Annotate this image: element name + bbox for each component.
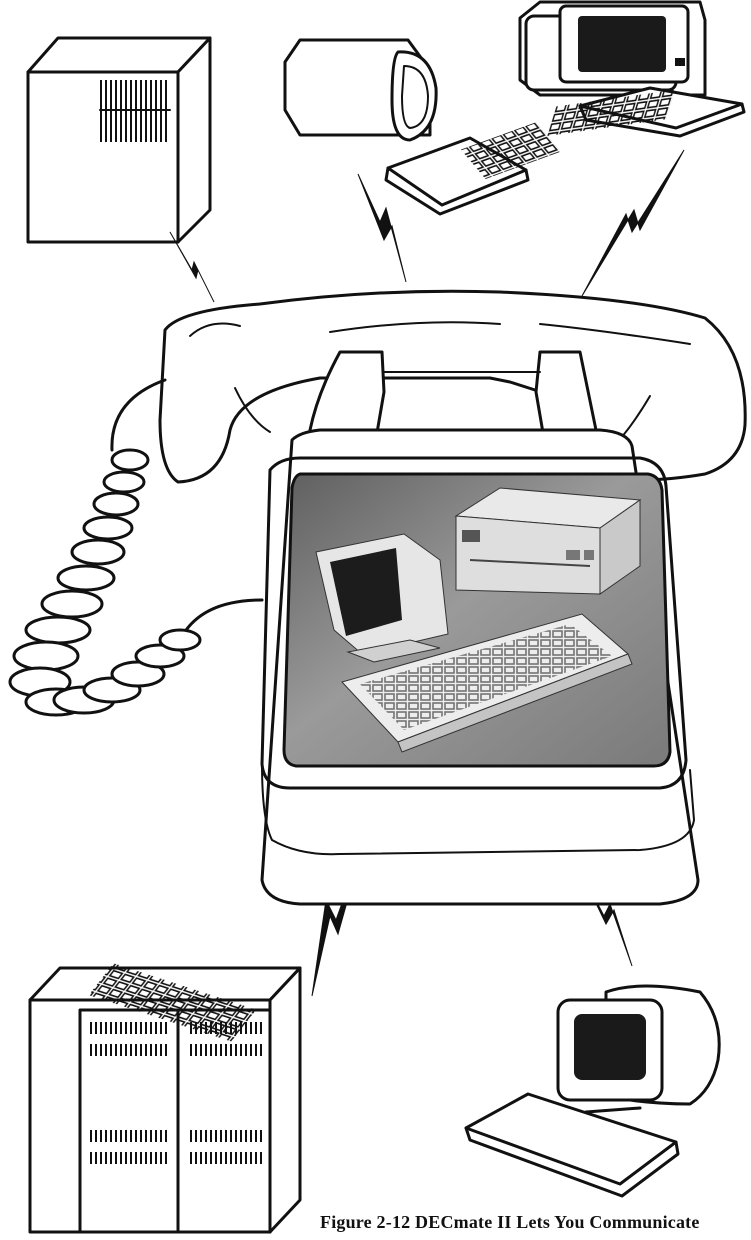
decmate-photo bbox=[284, 474, 670, 766]
disk-drive-unit-icon bbox=[456, 488, 640, 594]
lightning-bolt-icon bbox=[582, 150, 684, 296]
figure-caption: Figure 2-12 DECmate II Lets You Communic… bbox=[320, 1212, 751, 1233]
tower-computer-icon bbox=[28, 38, 210, 242]
lightning-bolt-icon bbox=[170, 232, 214, 302]
lightning-bolt-icon bbox=[358, 174, 406, 282]
video-terminal-top-right-icon bbox=[520, 2, 744, 136]
